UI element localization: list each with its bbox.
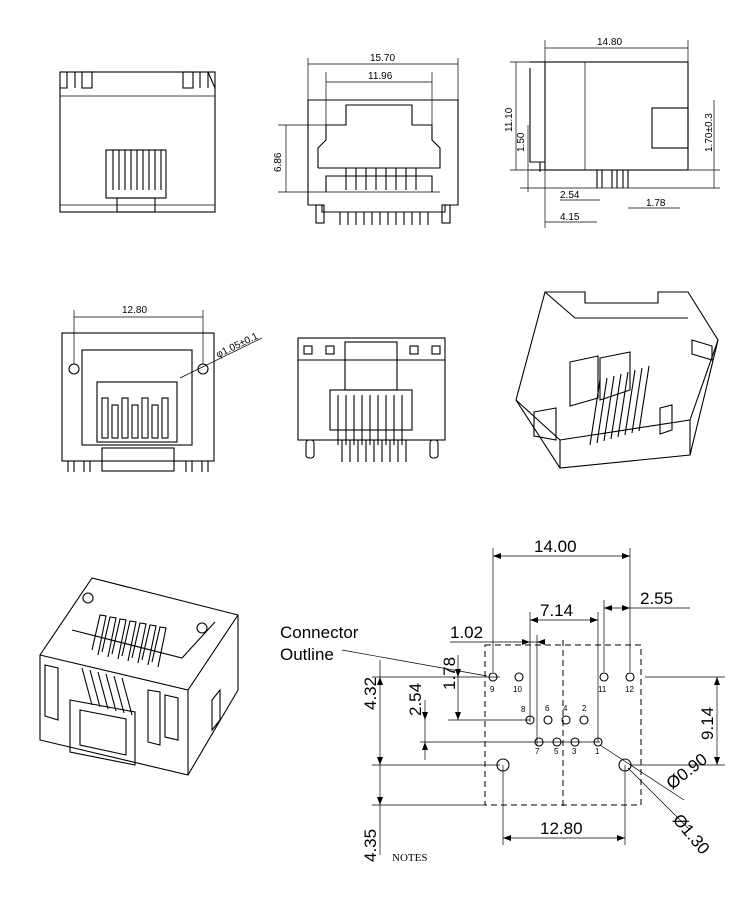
notes-label: NOTES xyxy=(392,852,427,864)
side-standoff-dim: 1.50 xyxy=(516,132,527,152)
pcb-height-b-dim: 2.54 xyxy=(406,683,425,716)
isometric-rear-view xyxy=(515,291,719,469)
pin-label-1: 1 xyxy=(595,747,600,756)
front-height-dim: 6.86 xyxy=(273,152,284,172)
pin-label-10: 10 xyxy=(513,685,522,694)
pin-label-8: 8 xyxy=(521,705,526,714)
pcb-layout-view: 14.00 7.14 2.55 1.02 Connector Outline xyxy=(280,537,725,864)
pcb-hole-6 xyxy=(543,715,553,725)
pcb-height-d-dim: 4.35 xyxy=(361,829,380,862)
rear-view xyxy=(297,337,446,462)
pin-label-9: 9 xyxy=(490,685,495,694)
pcb-large-hole-dim: Ø1.30 xyxy=(669,810,713,858)
pin-label-6: 6 xyxy=(545,704,550,713)
pcb-led-pitch-dim: 2.55 xyxy=(640,589,673,608)
pcb-hole-11 xyxy=(599,672,609,682)
pcb-overall-width-dim: 14.00 xyxy=(534,537,577,556)
pcb-hole-1 xyxy=(593,737,603,747)
front-face-view xyxy=(59,71,216,213)
pcb-right-height-dim: 9.14 xyxy=(698,707,717,740)
pcb-height-c-dim: 1.78 xyxy=(440,657,459,690)
pcb-post-hole-left xyxy=(496,758,510,772)
pcb-hole-5 xyxy=(552,737,562,747)
pcb-height-a-dim: 4.32 xyxy=(361,677,380,710)
pcb-hole-10 xyxy=(514,672,524,682)
pcb-post-spacing-dim: 12.80 xyxy=(540,819,583,838)
pcb-hole-2 xyxy=(579,715,589,725)
pcb-hole-7 xyxy=(534,737,544,747)
pcb-hole-3 xyxy=(570,737,580,747)
side-pin-pitch-dim: 2.54 xyxy=(560,190,580,201)
pcb-hole-12 xyxy=(625,672,635,682)
pin-label-2: 2 xyxy=(582,704,587,713)
bottom-post-spacing-dim: 12.80 xyxy=(122,305,147,316)
pcb-hole-8 xyxy=(525,715,535,725)
connector-outline-label-2: Outline xyxy=(280,645,334,664)
pin-label-3: 3 xyxy=(572,747,577,756)
pin-label-7: 7 xyxy=(535,747,540,756)
bottom-post-hole-dim: φ1.05±0.1 xyxy=(214,331,260,361)
pcb-small-hole-dim: Ø0.90 xyxy=(663,750,711,793)
side-pin-gap-dim: 1.78 xyxy=(646,198,666,209)
pcb-pin-offset-dim: 1.02 xyxy=(450,623,483,642)
pcb-row-offset-dim: 7.14 xyxy=(540,601,573,620)
side-view: 14.80 11.10 1.50 1.70±0.3 2.54 4.15 1.78 xyxy=(504,37,720,228)
side-height-dim: 11.10 xyxy=(504,107,515,132)
pin-label-12: 12 xyxy=(625,685,634,694)
side-pin-length-dim: 1.70±0.3 xyxy=(704,113,715,152)
isometric-front-view xyxy=(39,577,239,776)
pin-label-5: 5 xyxy=(554,747,559,756)
pcb-hole-4 xyxy=(561,715,571,725)
side-pin-offset-dim: 4.15 xyxy=(560,212,580,223)
pcb-hole-9 xyxy=(488,672,498,682)
side-length-dim: 14.80 xyxy=(597,37,622,48)
front-width-dim: 15.70 xyxy=(370,53,395,64)
pin-label-11: 11 xyxy=(598,685,607,694)
front-inner-width-dim: 11.96 xyxy=(368,71,393,82)
connector-outline-label-1: Connector xyxy=(280,623,359,642)
front-dimension-view: 15.70 11.96 6.86 xyxy=(273,53,459,225)
pin-label-4: 4 xyxy=(563,704,568,713)
bottom-view: 12.80 φ1.05±0.1 xyxy=(61,305,263,472)
